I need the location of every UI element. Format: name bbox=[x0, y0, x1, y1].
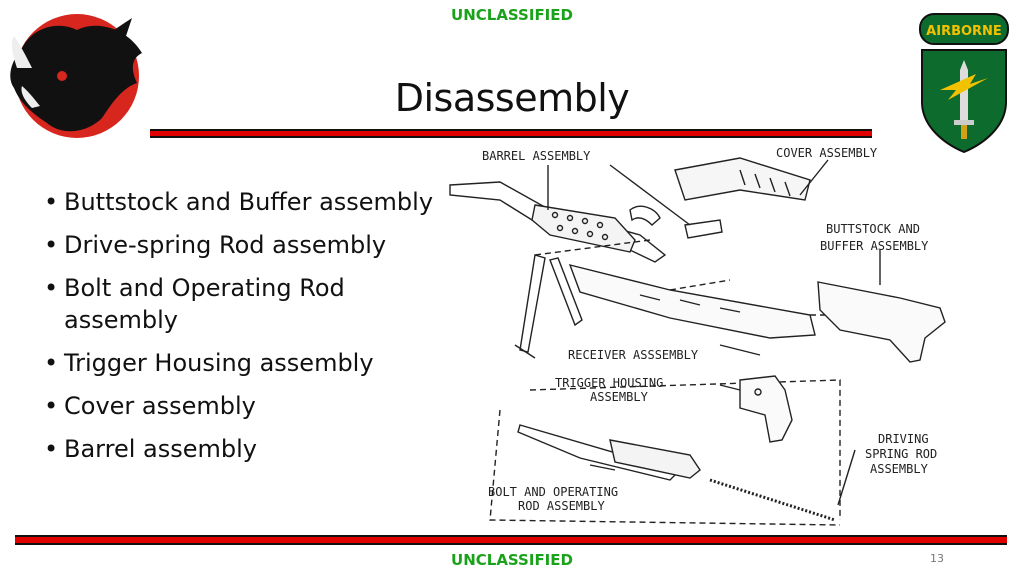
bullet-item: Cover assembly bbox=[44, 390, 444, 422]
label-receiver-assembly: RECEIVER ASSSEMBLY bbox=[568, 348, 699, 362]
page-number: 13 bbox=[930, 552, 944, 565]
label-driving-line3: ASSEMBLY bbox=[870, 462, 929, 476]
bullet-item: Bolt and Operating Rod assembly bbox=[44, 272, 444, 336]
airborne-tab-text: AIRBORNE bbox=[926, 24, 1002, 39]
trigger-housing-drawing bbox=[739, 375, 793, 443]
unit-logo-boar bbox=[2, 8, 152, 147]
label-driving-line1: DRIVING bbox=[878, 432, 929, 446]
airborne-shield-logo: AIRBORNE bbox=[918, 12, 1014, 161]
driving-spring-rod-drawing bbox=[709, 478, 836, 522]
classification-banner-bottom: UNCLASSIFIED bbox=[451, 551, 573, 569]
bullet-item: Barrel assembly bbox=[44, 433, 444, 465]
receiver-assembly-drawing bbox=[568, 263, 816, 339]
barrel-assembly-drawing bbox=[449, 181, 667, 263]
bullet-list: Buttstock and Buffer assembly Drive-spri… bbox=[44, 186, 444, 476]
label-bolt-line2: ROD ASSEMBLY bbox=[518, 499, 605, 513]
label-cover-assembly: COVER ASSEMBLY bbox=[776, 146, 878, 160]
bullet-item: Trigger Housing assembly bbox=[44, 347, 444, 379]
bullet-item: Buttstock and Buffer assembly bbox=[44, 186, 444, 218]
label-barrel-assembly: BARREL ASSEMBLY bbox=[482, 149, 591, 163]
title-divider bbox=[150, 129, 872, 138]
exploded-diagram: BARREL ASSEMBLY COVER ASSEMBLY BUTTSTOCK… bbox=[440, 140, 960, 534]
slide-title: Disassembly bbox=[394, 76, 630, 120]
label-bolt-line1: BOLT AND OPERATING bbox=[488, 485, 618, 499]
footer-divider bbox=[15, 535, 1007, 545]
buttstock-drawing bbox=[817, 281, 946, 363]
label-trigger-line2: ASSEMBLY bbox=[590, 390, 649, 404]
label-buttstock-line2: BUFFER ASSEMBLY bbox=[820, 239, 929, 253]
label-buttstock-line1: BUTTSTOCK AND bbox=[826, 222, 920, 236]
label-driving-line2: SPRING ROD bbox=[865, 447, 937, 461]
classification-banner-top: UNCLASSIFIED bbox=[451, 6, 573, 24]
label-trigger-line1: TRIGGER HOUSING bbox=[555, 376, 663, 390]
bullet-item: Drive-spring Rod assembly bbox=[44, 229, 444, 261]
